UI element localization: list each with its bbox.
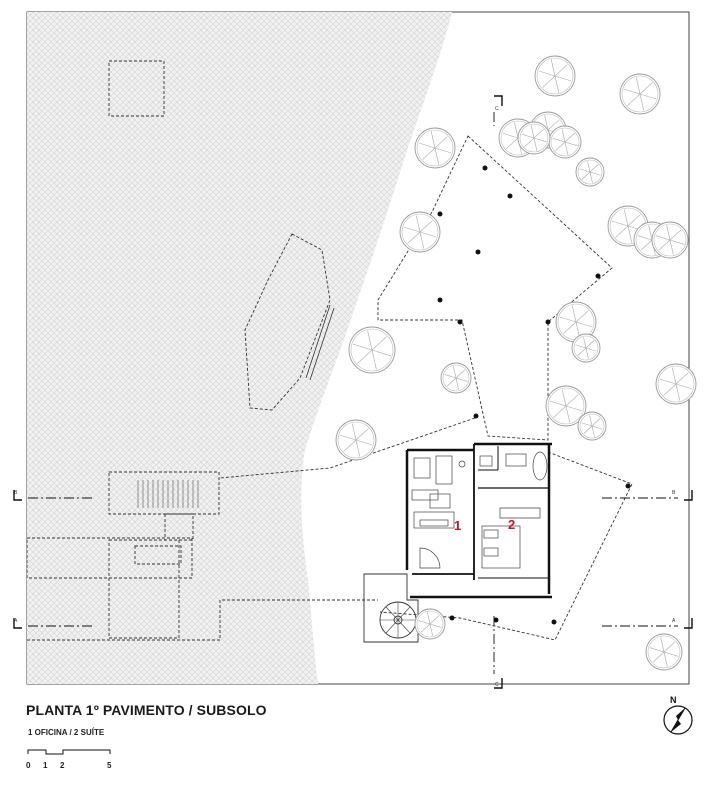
dashed-square [108, 60, 165, 117]
lens-double-line [305, 304, 335, 381]
tree [619, 73, 661, 115]
tree [575, 157, 605, 187]
stair-treads [137, 480, 199, 508]
section-c-bottom: C [495, 682, 499, 688]
tree [548, 125, 582, 159]
lower-roof-outline [219, 417, 633, 641]
scale-bar [27, 749, 111, 755]
tree [399, 211, 441, 253]
tree [517, 121, 551, 155]
tree [571, 333, 601, 363]
section-b-left: B [14, 490, 18, 496]
scale-label-5: 5 [107, 761, 112, 770]
room-legend: 1 OFICINA / 2 SUÍTE [28, 728, 105, 737]
scale-label-2: 2 [60, 761, 65, 770]
terrain-hatch [27, 12, 452, 684]
tree [555, 301, 597, 343]
scale-label-1: 1 [43, 761, 48, 770]
tree [577, 411, 607, 441]
spiral-stair-treads [380, 602, 416, 638]
north-arrow-icon [663, 705, 693, 735]
interior-furniture [411, 451, 548, 569]
tree [335, 419, 377, 461]
scale-label-0: 0 [26, 761, 31, 770]
upper-roof-outline [377, 135, 613, 441]
tree [414, 608, 446, 640]
trees [335, 55, 697, 671]
basement-outline [26, 471, 378, 641]
section-a-right: A [672, 618, 676, 624]
tree [651, 221, 689, 259]
section-markers [13, 95, 693, 689]
terrace [363, 573, 419, 643]
tree [414, 127, 456, 169]
room-number-2: 2 [508, 517, 515, 532]
room-number-1: 1 [454, 518, 461, 533]
plan-title: PLANTA 1º PAVIMENTO / SUBSOLO [26, 702, 267, 718]
section-c-top: C [495, 106, 499, 112]
tree [545, 385, 587, 427]
tree [655, 363, 697, 405]
tree [440, 362, 472, 394]
tree [645, 633, 683, 671]
section-a-left: A [14, 618, 18, 624]
building-walls [405, 442, 552, 599]
tree [348, 326, 396, 374]
dashed-lens [244, 233, 331, 411]
tree [534, 55, 576, 97]
section-b-right: B [672, 490, 676, 496]
columns [437, 165, 631, 625]
north-label: N [670, 695, 677, 705]
